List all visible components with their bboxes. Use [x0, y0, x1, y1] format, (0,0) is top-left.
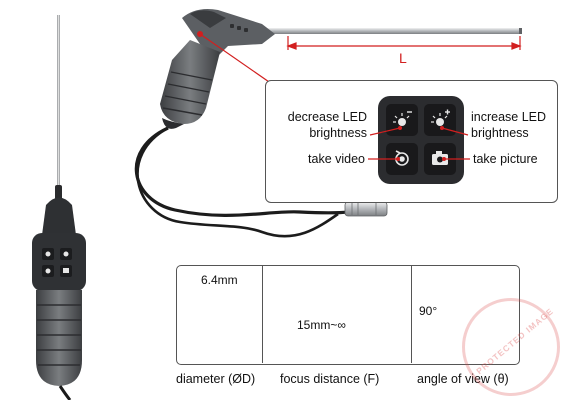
decrease-led-label-line2: brightness [309, 126, 367, 140]
scope-tube [265, 28, 521, 34]
scope-cable-boot [162, 118, 184, 129]
camera-icon [432, 151, 448, 165]
vertical-probe-device [32, 15, 86, 400]
decrease-led-label-line1: decrease LED [287, 110, 367, 124]
take-picture-label: take picture [473, 152, 538, 166]
diameter-caption: diameter (ØD) [176, 372, 256, 386]
angle-value: 90° [419, 304, 438, 318]
length-dimension [286, 36, 522, 50]
increase-led-label-line1: increase LED [471, 110, 547, 124]
scope-top-button [190, 10, 226, 28]
probe-grip [36, 290, 82, 386]
increase-led-label-line2: brightness [471, 126, 529, 140]
pistol-grip-scope [134, 9, 522, 238]
length-label: L [399, 50, 407, 66]
sun-minus-icon [393, 111, 412, 126]
sun-plus-icon [431, 109, 450, 126]
scope-grip [160, 40, 220, 124]
spec-divider [411, 265, 412, 363]
focus-caption: focus distance (F) [280, 372, 380, 386]
spec-divider [262, 265, 263, 363]
scope-cable [134, 126, 366, 218]
probe-neck [42, 197, 76, 235]
probe-cable-end [58, 385, 72, 400]
probe-buttons [42, 248, 72, 277]
focus-value: 15mm~∞ [297, 318, 346, 332]
probe-tube [57, 15, 60, 195]
watermark-stamp [462, 298, 560, 396]
diameter-value: 6.4mm [201, 273, 238, 287]
take-video-label: take video [308, 152, 365, 166]
callout-leader-line [199, 33, 273, 85]
